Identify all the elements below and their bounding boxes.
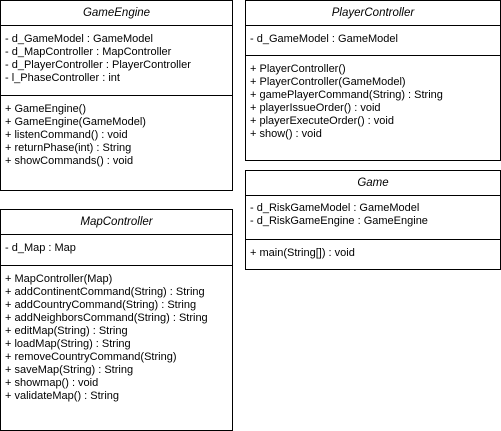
operation: + PlayerController(GameModel) bbox=[250, 76, 406, 88]
operation: + addNeighborsCommand(String) : String bbox=[5, 312, 208, 324]
attributes-section: - d_RiskGameModel : GameModel - d_RiskGa… bbox=[246, 196, 500, 240]
operation: + GameEngine(GameModel) bbox=[5, 116, 146, 128]
attribute: - d_RiskGameEngine : GameEngine bbox=[250, 215, 428, 227]
attributes-section: - d_GameModel : GameModel - d_MapControl… bbox=[1, 26, 232, 96]
operation: + showmap() : void bbox=[5, 377, 99, 389]
class-name: Game bbox=[246, 171, 500, 196]
attributes-section: - d_GameModel : GameModel bbox=[246, 26, 500, 56]
operation: + addCountryCommand(String) : String bbox=[5, 299, 197, 311]
class-gameengine[interactable]: GameEngine - d_GameModel : GameModel - d… bbox=[0, 0, 233, 191]
operations-section: + main(String[]) : void bbox=[246, 240, 500, 260]
operation: + PlayerController() bbox=[250, 63, 346, 75]
operation: + listenCommand() : void bbox=[5, 129, 128, 141]
operations-section: + GameEngine() + GameEngine(GameModel) +… bbox=[1, 96, 232, 168]
class-name: GameEngine bbox=[1, 1, 232, 26]
attribute: - d_RiskGameModel : GameModel bbox=[250, 202, 420, 214]
class-mapcontroller[interactable]: MapController - d_Map : Map + MapControl… bbox=[0, 209, 233, 431]
operation: + removeCountryCommand(String) bbox=[5, 351, 177, 363]
operation: + gamePlayerCommand(String) : String bbox=[250, 89, 443, 101]
operation: + validateMap() : String bbox=[5, 390, 120, 402]
attribute: - d_Map : Map bbox=[5, 242, 76, 254]
attribute: - d_MapController : MapController bbox=[5, 46, 172, 58]
operation: + addContinentCommand(String) : String bbox=[5, 286, 205, 298]
operation: + main(String[]) : void bbox=[250, 247, 355, 259]
operation: + returnPhase(int) : String bbox=[5, 142, 132, 154]
operation: + show() : void bbox=[250, 128, 322, 140]
class-name: MapController bbox=[1, 210, 232, 235]
attribute: - l_PhaseController : int bbox=[5, 72, 120, 84]
attributes-section: - d_Map : Map bbox=[1, 235, 232, 266]
operation: + loadMap(String) : String bbox=[5, 338, 131, 350]
operation: + playerExecuteOrder() : void bbox=[250, 115, 394, 127]
operation: + playerIssueOrder() : void bbox=[250, 102, 381, 114]
operations-section: + PlayerController() + PlayerController(… bbox=[246, 56, 500, 141]
attribute: - d_GameModel : GameModel bbox=[5, 33, 153, 45]
class-playercontroller[interactable]: PlayerController - d_GameModel : GameMod… bbox=[245, 0, 501, 161]
operation: + saveMap(String) : String bbox=[5, 364, 134, 376]
operations-section: + MapController(Map) + addContinentComma… bbox=[1, 266, 232, 403]
class-name: PlayerController bbox=[246, 1, 500, 26]
operation: + editMap(String) : String bbox=[5, 325, 128, 337]
class-game[interactable]: Game - d_RiskGameModel : GameModel - d_R… bbox=[245, 170, 501, 270]
operation: + GameEngine() bbox=[5, 103, 87, 115]
operation: + MapController(Map) bbox=[5, 273, 113, 285]
attribute: - d_PlayerController : PlayerController bbox=[5, 59, 191, 71]
operation: + showCommands() : void bbox=[5, 155, 134, 167]
attribute: - d_GameModel : GameModel bbox=[250, 33, 398, 45]
